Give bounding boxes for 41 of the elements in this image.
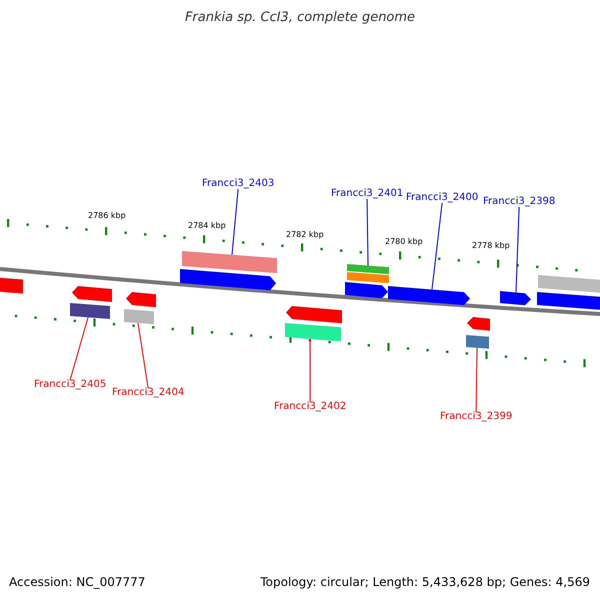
leader-line (232, 188, 239, 256)
gene-feature (345, 282, 388, 298)
gene-label: Francci3_2398 (483, 197, 556, 207)
scale-label: 2778 kbp (472, 242, 510, 250)
gene-bar (347, 272, 389, 284)
leader-line (432, 202, 443, 290)
scale-label: 2784 kbp (188, 222, 226, 230)
accession-text: Accession: NC_007777 (9, 576, 146, 588)
gene-feature (72, 286, 112, 302)
gene-bar (466, 335, 489, 349)
leader-line (70, 316, 88, 380)
gene-label: Francci3_2402 (274, 402, 346, 412)
leader-line (516, 206, 520, 293)
title: Frankia sp. CcI3, complete genome (184, 11, 416, 24)
scale-label: 2786 kbp (88, 212, 126, 220)
gene-label: Francci3_2400 (406, 193, 478, 203)
leader-line (366, 198, 368, 266)
gene-bar (124, 309, 154, 324)
gene-feature (467, 317, 490, 331)
gene-feature (180, 269, 276, 290)
leader-line (138, 322, 149, 388)
gene-feature (500, 291, 531, 306)
gene-bar (538, 275, 600, 294)
gene-bar (70, 303, 110, 319)
gene-bar (347, 264, 389, 274)
gene-label: Francci3_2403 (202, 179, 274, 189)
gene-bar (182, 251, 277, 274)
scale-label: 2782 kbp (286, 231, 324, 239)
gene-bar (285, 323, 341, 342)
leader-line (476, 347, 478, 412)
gene-bar (0, 277, 23, 294)
gene-label: Francci3_2405 (34, 380, 106, 390)
gene-label: Francci3_2404 (112, 388, 184, 398)
gene-bar (537, 292, 600, 310)
gene-label: Francci3_2399 (440, 412, 512, 422)
leader-line (310, 338, 311, 402)
gene-label: Francci3_2401 (331, 189, 404, 199)
gene-feature (126, 292, 156, 308)
genome-info-text: Topology: circular; Length: 5,433,628 bp; Genes: 4,569 (260, 576, 590, 588)
gene-feature (286, 306, 342, 324)
scale-label: 2780 kbp (385, 238, 423, 246)
